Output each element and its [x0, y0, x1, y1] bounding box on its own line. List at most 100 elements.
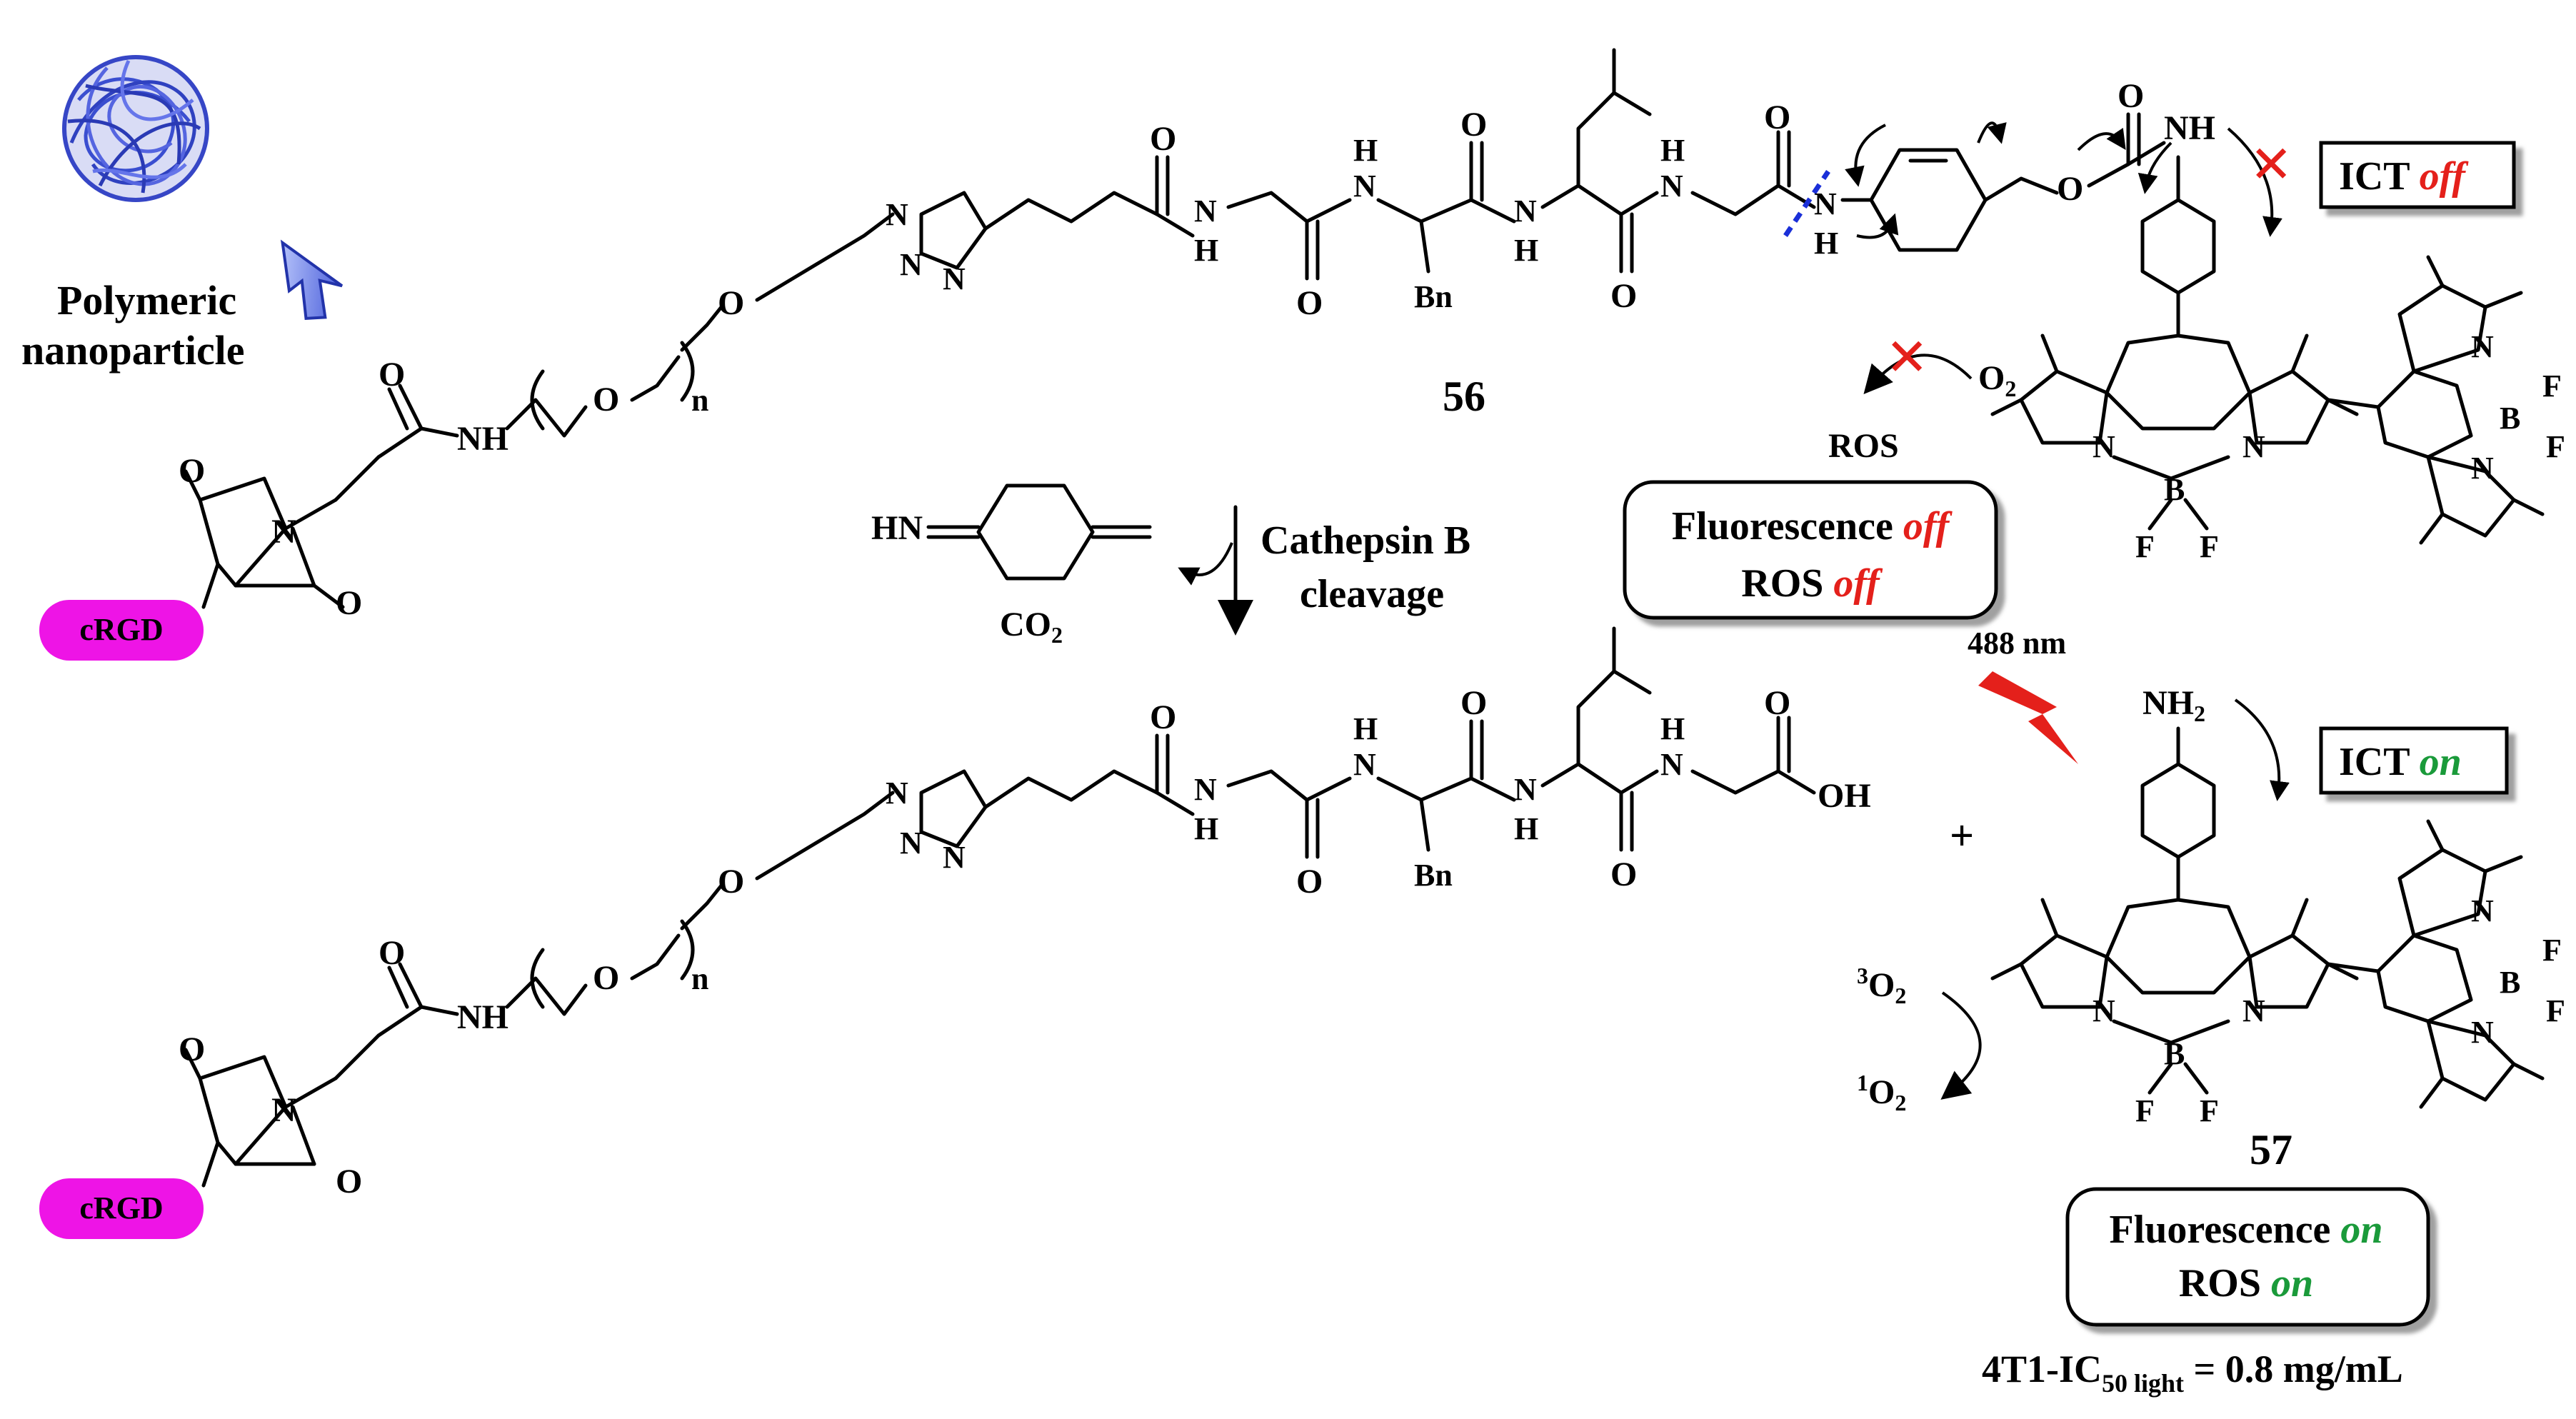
state-off-box: Fluorescence off ROS off — [1623, 480, 1998, 620]
svg-text:O: O — [179, 1031, 205, 1068]
svg-text:H: H — [1660, 711, 1685, 746]
svg-text:F: F — [2542, 368, 2562, 403]
svg-text:CO2: CO2 — [1000, 606, 1063, 648]
svg-text:Fluorescence on: Fluorescence on — [2109, 1208, 2382, 1252]
compound-57-label: 57 — [2250, 1126, 2292, 1173]
ros-label: ROS — [1828, 427, 1899, 465]
cleavage-label-line2: cleavage — [1300, 572, 1444, 616]
singlet-oxygen-label: 1O2 — [1857, 1070, 1906, 1115]
svg-text:N: N — [900, 826, 923, 861]
svg-text:N: N — [2093, 993, 2115, 1028]
cleavage-site-mark — [1783, 170, 1830, 237]
state-on-box: Fluorescence on ROS on — [2065, 1187, 2430, 1327]
svg-text:O: O — [336, 584, 362, 622]
svg-text:NH: NH — [457, 420, 508, 458]
svg-text:n: n — [691, 961, 708, 996]
svg-text:F: F — [2542, 933, 2562, 968]
svg-text:B: B — [2500, 965, 2520, 1000]
svg-text:N: N — [2242, 993, 2265, 1028]
np-label-line2: nanoparticle — [21, 327, 245, 373]
svg-text:O: O — [1296, 863, 1323, 901]
svg-text:NH: NH — [2164, 109, 2215, 147]
svg-text:F: F — [2546, 429, 2565, 464]
svg-text:NH2: NH2 — [2143, 684, 2205, 726]
svg-text:O: O — [1150, 698, 1176, 736]
energy-transfer-arrow — [1940, 991, 1982, 1100]
crgd-tag — [39, 600, 204, 661]
svg-text:NH: NH — [457, 998, 508, 1036]
svg-text:N: N — [1194, 772, 1217, 807]
svg-text:ROS off: ROS off — [1741, 561, 1883, 606]
svg-text:N: N — [2242, 429, 2265, 464]
o2-to-ros-arrow — [1863, 354, 1973, 395]
svg-text:N: N — [2093, 429, 2115, 464]
svg-text:H: H — [1660, 133, 1685, 168]
svg-text:OH: OH — [1818, 777, 1871, 815]
quinone-methide-byproduct: HN CO2 — [871, 483, 1152, 648]
svg-text:O: O — [1150, 120, 1176, 158]
svg-text:O: O — [1610, 277, 1637, 315]
nanoparticle-image — [62, 55, 209, 202]
svg-text:Fluorescence off: Fluorescence off — [1672, 504, 1953, 548]
svg-text:N: N — [2471, 451, 2494, 486]
svg-text:F: F — [2200, 529, 2219, 564]
svg-text:H: H — [1514, 233, 1538, 268]
svg-text:N: N — [271, 513, 296, 551]
svg-text:ROS on: ROS on — [2179, 1261, 2313, 1305]
svg-text:N: N — [900, 247, 923, 282]
svg-text:O: O — [1764, 99, 1790, 136]
svg-text:N: N — [886, 197, 908, 232]
svg-text:N: N — [1514, 772, 1537, 807]
svg-text:O: O — [1610, 856, 1637, 893]
svg-text:N: N — [943, 840, 966, 875]
svg-text:N: N — [1353, 169, 1376, 204]
compound-57-structure: NH2 N N B F F N N B F F — [1990, 684, 2565, 1128]
svg-text:N: N — [1660, 169, 1683, 204]
np-up-arrow — [280, 239, 344, 320]
o2-label: O2 — [1978, 359, 2016, 401]
svg-text:N: N — [1660, 747, 1683, 782]
svg-text:H: H — [1194, 811, 1218, 846]
triplet-oxygen-label: 3O2 — [1857, 963, 1906, 1008]
svg-text:HN: HN — [871, 509, 923, 547]
svg-text:F: F — [2135, 529, 2155, 564]
svg-text:O: O — [718, 284, 744, 322]
svg-text:O: O — [1460, 684, 1487, 722]
svg-text:cRGD: cRGD — [79, 1190, 163, 1225]
light-bolt-icon — [1978, 671, 2078, 764]
svg-text:H: H — [1514, 811, 1538, 846]
svg-text:Bn: Bn — [1414, 858, 1453, 893]
cleavage-label-line1: Cathepsin B — [1261, 518, 1470, 563]
wavelength-label: 488 nm — [1968, 626, 2066, 661]
svg-text:N: N — [2471, 329, 2494, 364]
svg-text:F: F — [2200, 1093, 2219, 1128]
svg-text:N: N — [2471, 893, 2494, 928]
svg-text:H: H — [1814, 226, 1838, 261]
byproduct-release-arrow — [1178, 542, 1233, 586]
svg-text:O: O — [1460, 106, 1487, 144]
svg-text:H: H — [1353, 133, 1378, 168]
svg-text:O: O — [379, 356, 405, 393]
compound-56-label: 56 — [1443, 373, 1485, 420]
svg-text:N: N — [1353, 747, 1376, 782]
svg-text:n: n — [691, 383, 708, 418]
svg-text:O: O — [1764, 684, 1790, 722]
crgd-label: cRGD — [79, 612, 163, 647]
svg-text:F: F — [2135, 1093, 2155, 1128]
svg-text:Bn: Bn — [1414, 279, 1453, 314]
svg-text:F: F — [2546, 993, 2565, 1028]
svg-text:N: N — [1814, 186, 1837, 221]
ict-on-box: ICT on — [2319, 726, 2509, 795]
svg-text:N: N — [2471, 1015, 2494, 1050]
svg-text:N: N — [271, 1091, 296, 1129]
ict-off-box: ICT off — [2319, 141, 2516, 209]
svg-text:N: N — [886, 776, 908, 811]
svg-text:O: O — [593, 959, 619, 997]
svg-text:N: N — [943, 261, 966, 296]
svg-text:O: O — [718, 863, 744, 901]
svg-text:O: O — [1296, 284, 1323, 322]
svg-text:O: O — [593, 381, 619, 418]
cleaved-peptide-structure: cRGD O N O O NH O n O N N N O N H — [39, 626, 1871, 1239]
svg-text:H: H — [1194, 233, 1218, 268]
